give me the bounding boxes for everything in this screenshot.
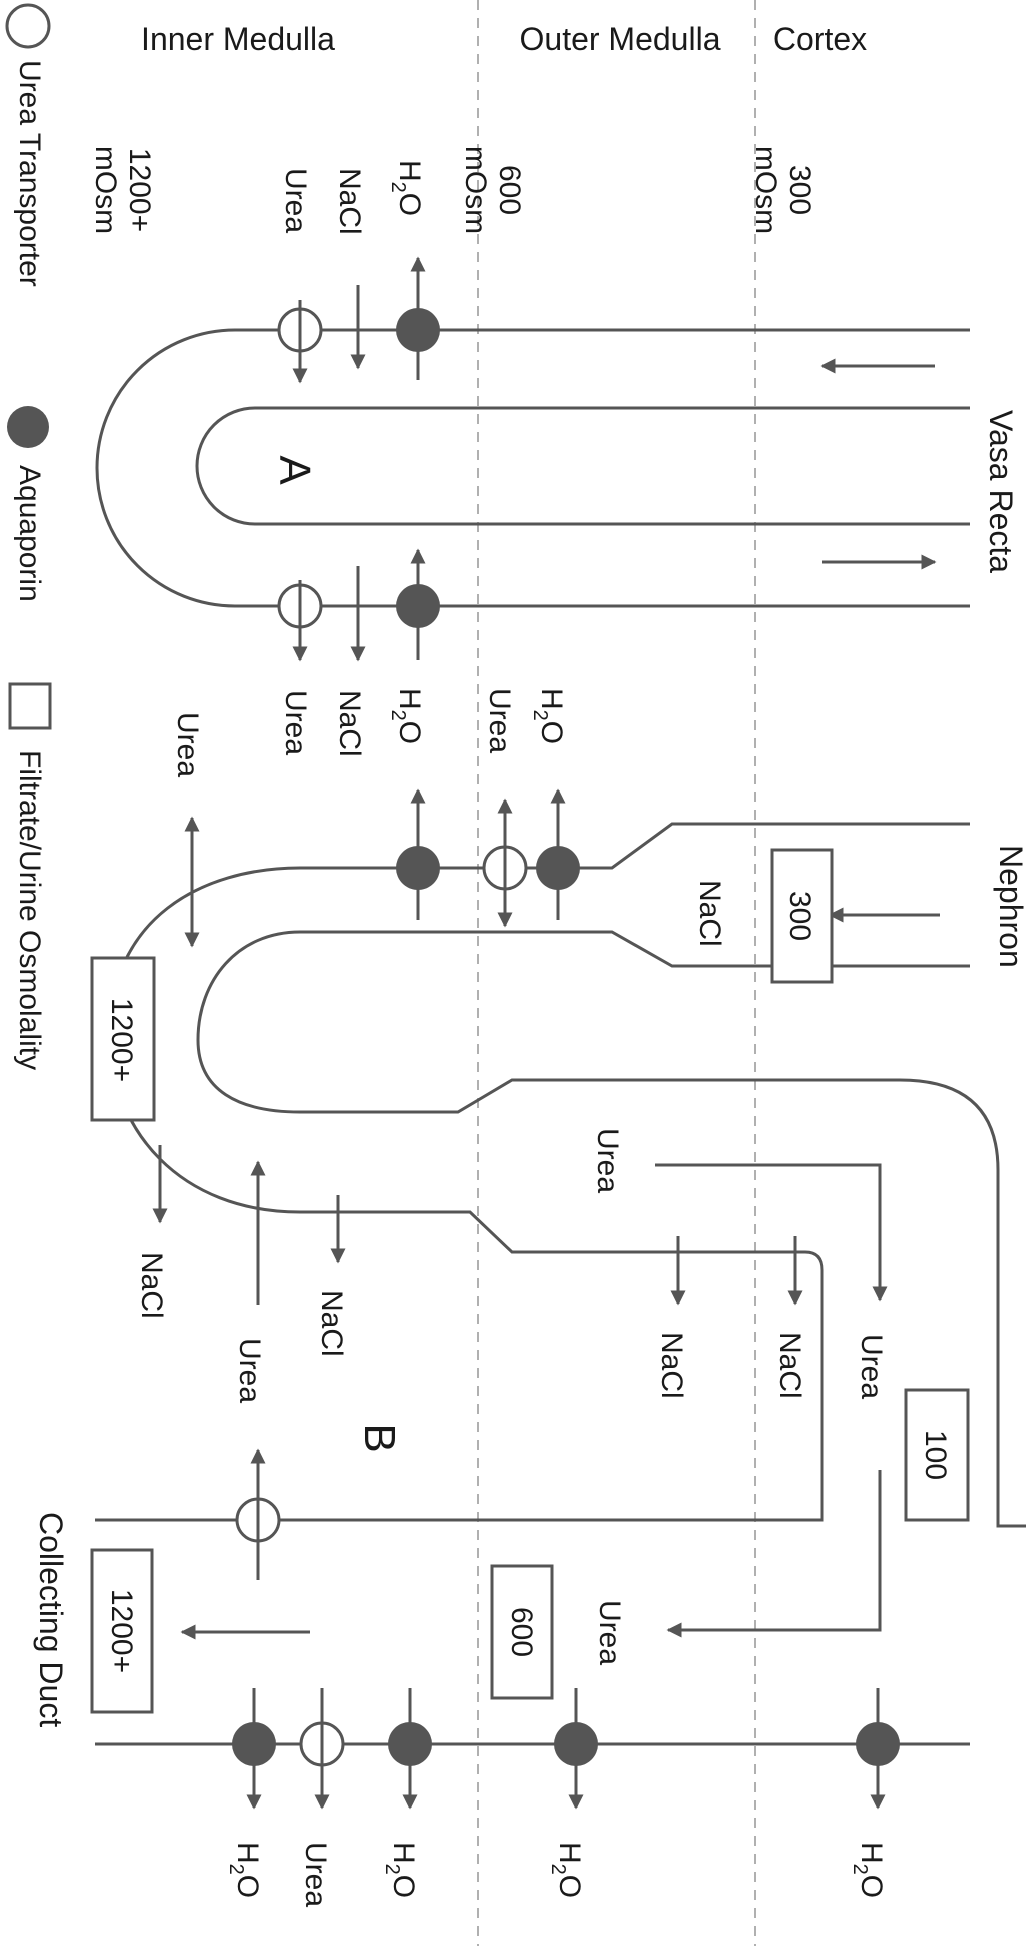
osmolality-box-symbol: [8, 682, 52, 730]
ascending-urea-entry-label: Urea: [591, 1128, 624, 1193]
ascending-nacl-label-2: NaCl: [315, 1290, 348, 1357]
svg-text:1200+mOsm: 1200+mOsm: [89, 146, 156, 234]
osm-line: 1200+: [123, 148, 156, 232]
cd-h2o-label-3: H2O: [547, 1842, 586, 1898]
loop-tip-1200-text: 1200+: [105, 998, 138, 1082]
svg-text:600mOsm: 600mOsm: [459, 146, 526, 234]
osm-inner-label: 1200+mOsm: [89, 146, 156, 234]
svg-text:300mOsm: 300mOsm: [749, 146, 816, 234]
vasa-recta-inner: [195, 406, 970, 526]
vasa-recta-outer: [95, 328, 970, 608]
loop-tip-1200-box: [90, 956, 156, 1122]
vasa-recta-nacl-bottom: NaCl: [333, 690, 366, 757]
osm-line: mOsm: [89, 146, 122, 234]
vasa-recta-h2o-bottom: H2O: [387, 688, 426, 744]
osm-line: mOsm: [459, 146, 492, 234]
cd-h2o-label-2: H2O: [381, 1842, 420, 1898]
nephron-loop-inner: [196, 930, 1026, 1528]
ascending-nacl-label-3: NaCl: [655, 1332, 688, 1399]
vasa-recta-urea-bottom: Urea: [279, 690, 312, 755]
ascending-urea-exit-label: Urea: [855, 1334, 888, 1399]
nephron-urea-outer-label: Urea: [483, 688, 516, 753]
distal-100-box: [904, 1388, 970, 1522]
vasa-recta-urea-top: Urea: [279, 168, 312, 233]
nephron-300-text: 300: [783, 891, 816, 941]
cd-1200-text: 1200+: [105, 1589, 138, 1673]
vasa-recta-nacl-top: NaCl: [333, 168, 366, 235]
cd-h2o-label-1: H2O: [225, 1842, 264, 1898]
cd-urea-label: Urea: [299, 1842, 332, 1907]
distal-urea-to-cd-label: Urea: [593, 1600, 626, 1665]
osm-line: 600: [493, 165, 526, 215]
legend-osmolality: Filtrate/Urine Osmolality: [13, 750, 46, 1070]
distal-100-text: 100: [919, 1430, 952, 1480]
nephron-loop-outer: [95, 822, 970, 1522]
cd-600-box: [490, 1564, 554, 1700]
cd-h2o-label-4: H2O: [849, 1842, 888, 1898]
nephron-nacl-label: NaCl: [693, 880, 726, 947]
ascending-nacl-label-1: NaCl: [135, 1252, 168, 1319]
aquaporin-symbol: [7, 406, 49, 448]
vasa-recta-h2o-top: H2O: [387, 160, 426, 216]
ascending-urea-entry-arrow: [655, 1163, 888, 1302]
nephron-h2o-outer-label: H2O: [529, 688, 568, 744]
zone-outer-medulla: Outer Medulla: [520, 21, 721, 57]
legend-aquaporin: Aquaporin: [13, 465, 46, 602]
osm-line: 300: [783, 165, 816, 215]
osm-cortex-label: 300mOsm: [749, 146, 816, 234]
cd-1200-box: [90, 1548, 154, 1714]
distal-urea-to-cd-arrow: [666, 1470, 882, 1638]
cd-600-text: 600: [505, 1607, 538, 1657]
ascending-urea-label: Urea: [233, 1338, 266, 1403]
label-b: B: [355, 1423, 404, 1452]
nephron-title: Nephron: [993, 845, 1026, 968]
nephron-urea-inner-label: Urea: [171, 712, 204, 777]
osm-line: mOsm: [749, 146, 782, 234]
label-a: A: [270, 455, 319, 485]
legend-urea-transporter: Urea Transporter: [13, 60, 46, 287]
nephron-300-box: [770, 848, 834, 984]
vasa-recta-title: Vasa Recta: [983, 410, 1019, 573]
zone-inner-medulla: Inner Medulla: [141, 21, 335, 57]
osm-outer-label: 600mOsm: [459, 146, 526, 234]
collecting-duct-title: Collecting Duct: [33, 1512, 69, 1727]
urea-transporter-symbol: [5, 3, 51, 49]
zone-cortex: Cortex: [773, 21, 867, 57]
ascending-nacl-label-4: NaCl: [773, 1332, 806, 1399]
